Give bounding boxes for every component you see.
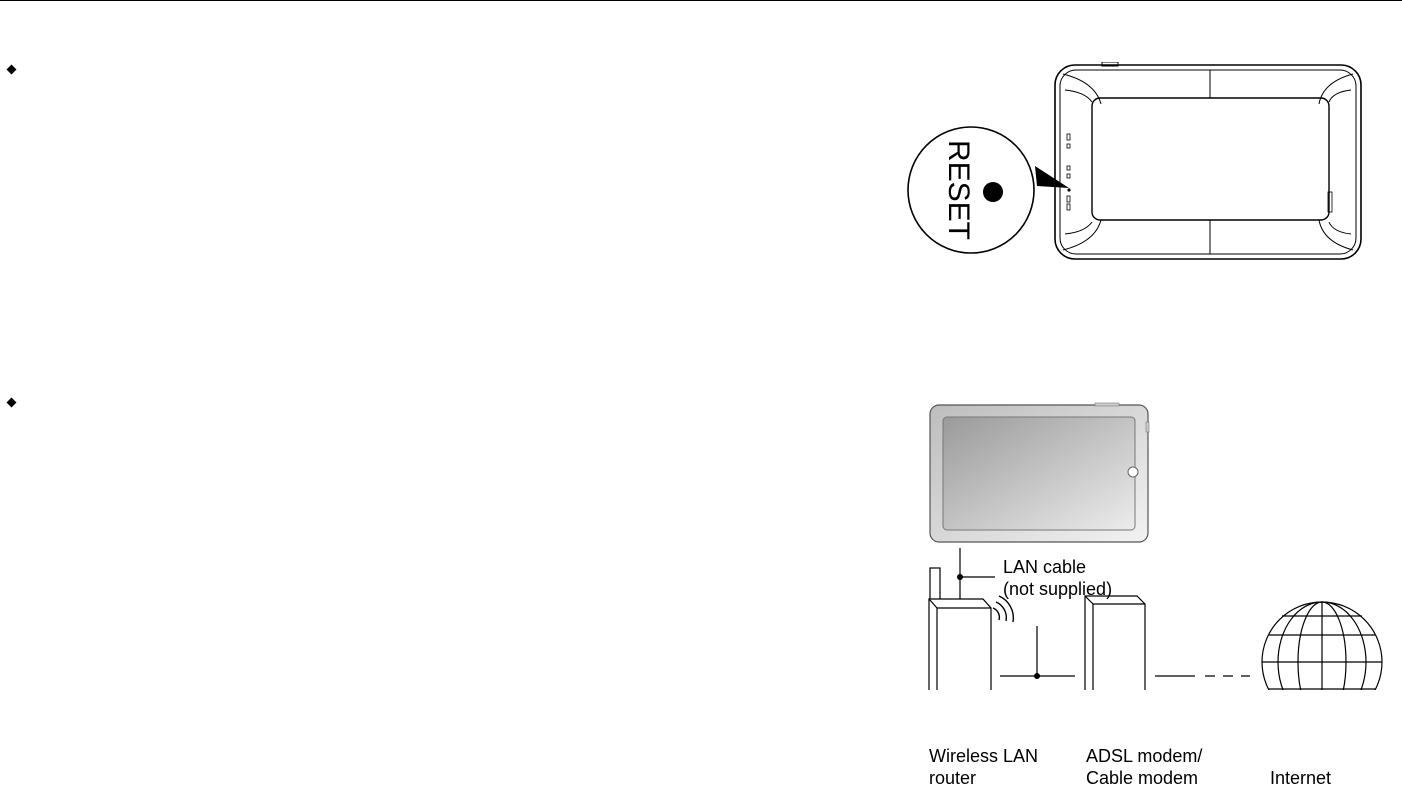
internet-label: Internet bbox=[1270, 768, 1332, 788]
router-label-line2: router bbox=[929, 768, 977, 788]
internet-globe-icon bbox=[1261, 601, 1383, 690]
tablet-screen bbox=[942, 416, 1136, 531]
top-rule bbox=[0, 0, 1402, 1]
lan-cable-label-line1: LAN cable bbox=[1003, 557, 1087, 577]
diamond-bullet-icon bbox=[6, 64, 17, 75]
reset-pointer bbox=[1035, 166, 1069, 188]
network-diagram bbox=[928, 402, 1383, 690]
lan-cable-label-line2: (not supplied) bbox=[1003, 579, 1113, 599]
wireless-signal-icon bbox=[992, 595, 1015, 623]
reset-hole-icon bbox=[983, 182, 1003, 202]
adsl-cable-modem bbox=[1084, 595, 1146, 690]
diamond-bullet-icon bbox=[6, 397, 17, 408]
reset-magnifier bbox=[907, 126, 1035, 254]
tablet-body bbox=[1054, 64, 1362, 260]
reset-label: RESET bbox=[942, 140, 975, 240]
modem-label-line1: ADSL modem/ bbox=[1086, 746, 1203, 766]
router-label-line1: Wireless LAN bbox=[929, 746, 1039, 766]
modem-label-line2: Cable modem bbox=[1086, 768, 1199, 788]
home-button-icon bbox=[1127, 466, 1139, 478]
tablet-reset-figure: RESET bbox=[907, 62, 1362, 260]
wireless-lan-router bbox=[928, 598, 992, 690]
